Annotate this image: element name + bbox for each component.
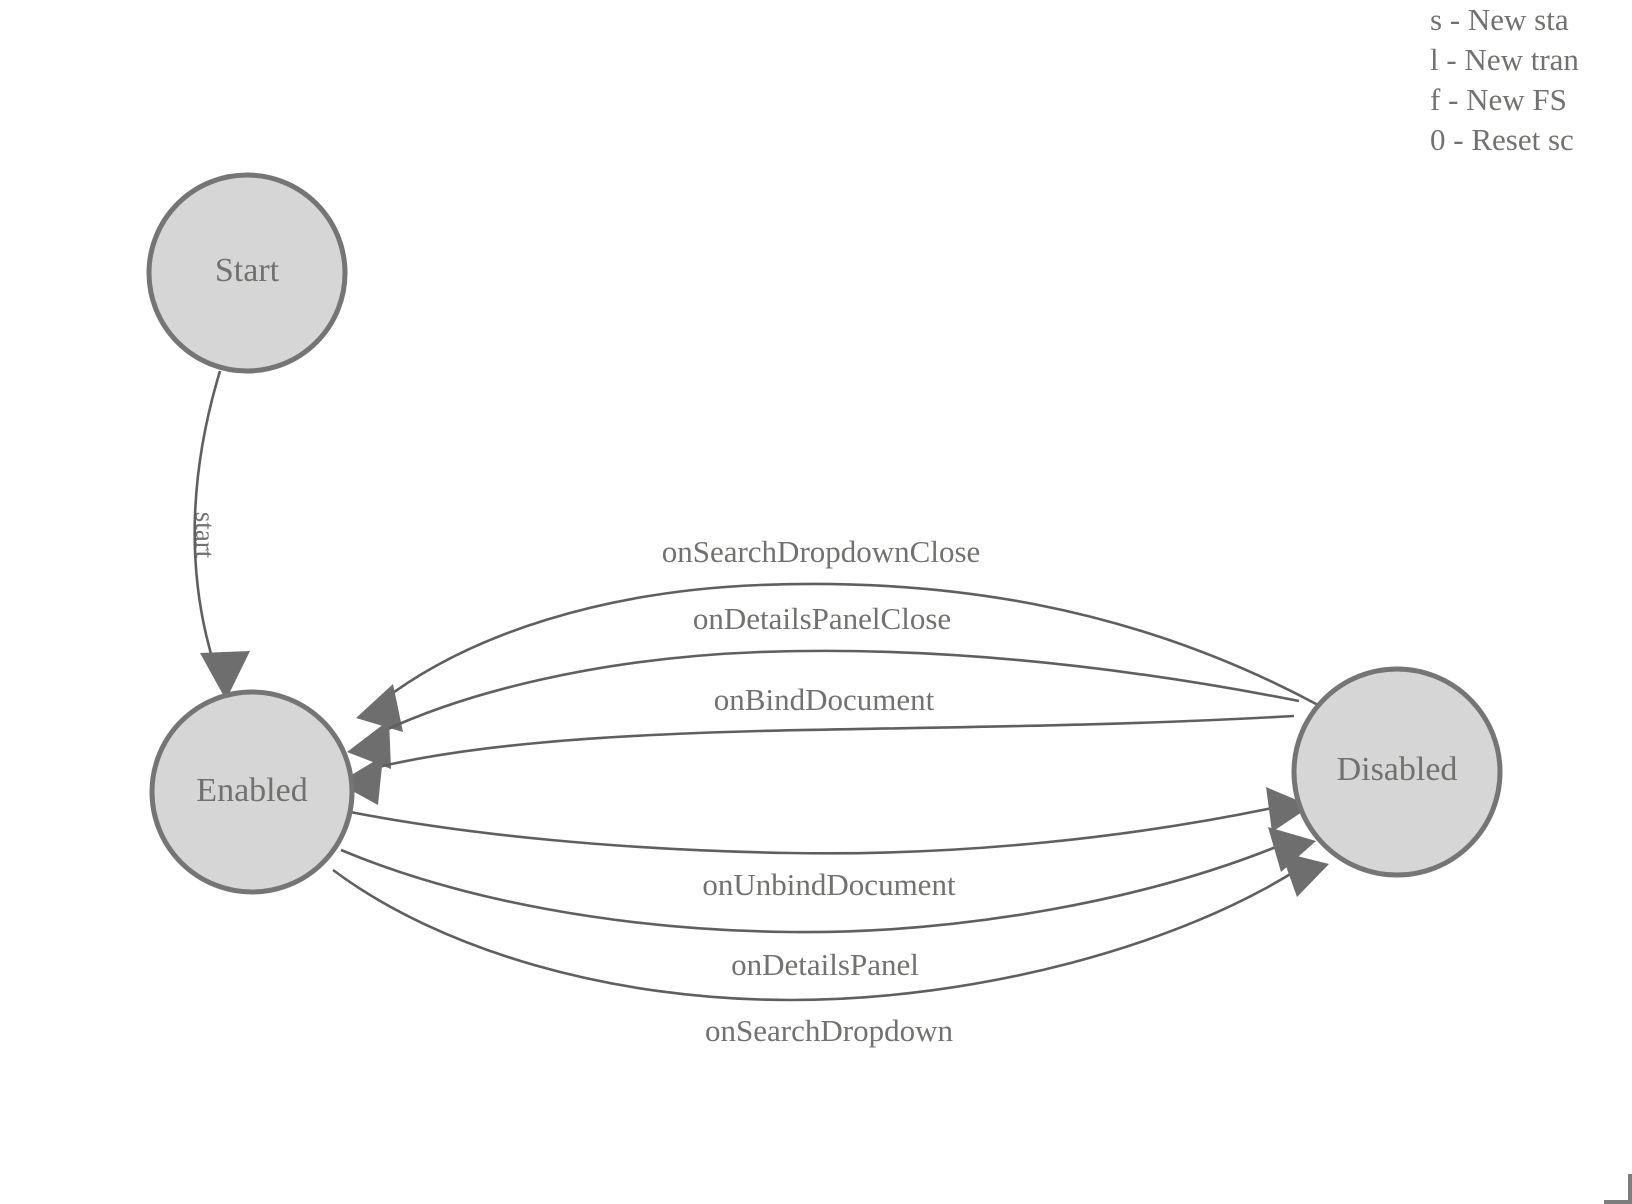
node-start[interactable]: Start <box>146 172 348 374</box>
edge-disabled-to-enabled-detailspanelclose[interactable] <box>347 649 1300 769</box>
shortcut-legend: s - New sta l - New tran f - New FS 0 - … <box>1430 0 1632 160</box>
node-disabled-circle <box>1291 666 1503 878</box>
edge-path-onsearchdropdown <box>332 866 1301 1002</box>
arrowhead-start-to-enabled <box>200 651 250 700</box>
edge-path-onbinddocument <box>361 714 1295 773</box>
edge-disabled-to-enabled-searchdropdownclose[interactable] <box>356 582 1319 732</box>
arrowhead-onsearchdropdownclose <box>356 684 403 732</box>
edge-path-onunbinddocument <box>349 804 1283 855</box>
resize-handle-icon[interactable] <box>1604 1174 1632 1204</box>
edge-enabled-to-disabled-searchdropdown[interactable] <box>332 852 1329 1002</box>
edge-start-to-enabled[interactable] <box>193 370 250 700</box>
edge-label-ondetailspanel: onDetailsPanel <box>731 947 919 982</box>
node-disabled[interactable]: Disabled <box>1291 666 1503 878</box>
edge-path-start <box>193 370 222 665</box>
node-start-label: Start <box>215 252 280 289</box>
resize-handle-vertical-bar <box>1628 1174 1632 1204</box>
edge-path-ondetailspanel <box>340 840 1289 934</box>
node-enabled-label: Enabled <box>196 772 307 809</box>
node-enabled[interactable]: Enabled <box>149 689 355 895</box>
arrowhead-ondetailspanelclose <box>347 720 391 769</box>
edge-label-onsearchdropdown: onSearchDropdown <box>705 1013 953 1048</box>
node-disabled-label: Disabled <box>1337 751 1458 788</box>
arrowhead-onunbinddocument <box>1266 787 1311 832</box>
edge-disabled-to-enabled-binddocument[interactable] <box>338 714 1295 805</box>
edge-enabled-to-disabled-detailspanel[interactable] <box>340 827 1316 934</box>
resize-handle-horizontal-bar <box>1604 1200 1632 1204</box>
edge-label-onunbinddocument: onUnbindDocument <box>702 867 956 902</box>
legend-line-new-transition: l - New tran <box>1430 42 1579 77</box>
arrowhead-onsearchdropdown <box>1281 852 1329 897</box>
arrowhead-ondetailspanel <box>1268 827 1316 872</box>
arrowhead-onbinddocument <box>338 756 383 805</box>
legend-line-new-fsm: f - New FS <box>1430 82 1567 117</box>
edge-label-start: start <box>190 512 220 559</box>
edge-path-onsearchdropdownclose <box>377 582 1319 707</box>
node-start-circle <box>146 172 348 374</box>
edge-path-ondetailspanelclose <box>370 649 1300 739</box>
edge-label-onbinddocument: onBindDocument <box>714 682 935 717</box>
edge-label-ondetailspanelclose: onDetailsPanelClose <box>693 601 951 636</box>
legend-line-reset-scale: 0 - Reset sc <box>1430 122 1574 157</box>
edge-enabled-to-disabled-unbinddocument[interactable] <box>349 787 1311 855</box>
legend-line-new-state: s - New sta <box>1430 2 1569 37</box>
edge-label-onsearchdropdownclose: onSearchDropdownClose <box>662 534 981 569</box>
node-enabled-circle <box>149 689 355 895</box>
